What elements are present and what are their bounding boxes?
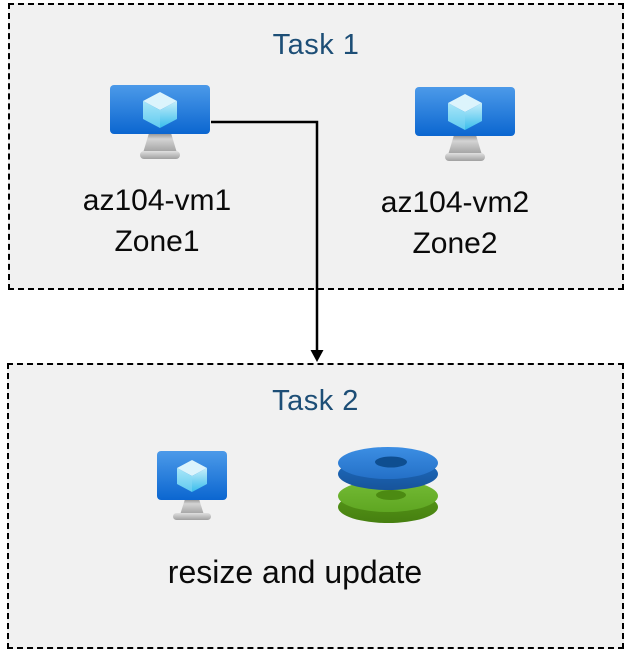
vm1-name: az104-vm1 xyxy=(82,184,232,217)
vm2-name: az104-vm2 xyxy=(380,186,530,219)
vm1-label: az104-vm1 Zone1 xyxy=(57,180,257,262)
resize-caption: resize and update xyxy=(167,554,423,590)
vm1-zone: Zone1 xyxy=(114,225,200,258)
virtual-machine-icon xyxy=(110,85,210,159)
disks-node xyxy=(336,446,440,526)
task1-box: Task 1 xyxy=(8,3,624,290)
task2-vm-node xyxy=(157,451,227,521)
vm2-zone: Zone2 xyxy=(412,227,498,260)
disks-icon xyxy=(338,447,438,523)
task2-box: Task 2 xyxy=(7,363,624,649)
task1-title: Task 1 xyxy=(272,29,360,61)
vm2-node xyxy=(415,87,515,173)
virtual-machine-icon xyxy=(157,451,227,520)
task2-title: Task 2 xyxy=(272,385,359,417)
vm1-node xyxy=(110,85,210,171)
virtual-machine-icon xyxy=(415,87,515,161)
vm2-label: az104-vm2 Zone2 xyxy=(355,182,555,264)
